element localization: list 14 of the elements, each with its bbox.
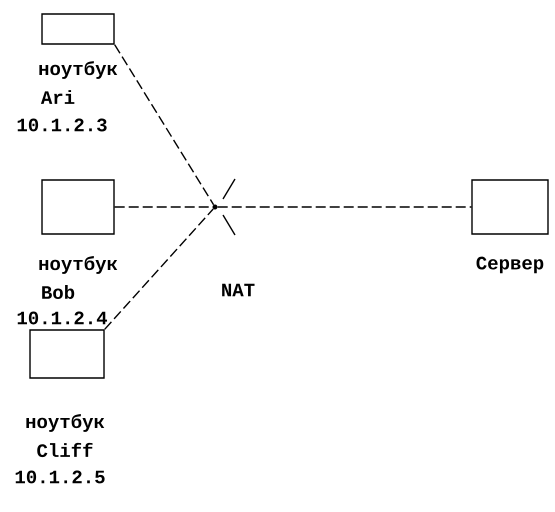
- node-label: ноутбук: [39, 256, 118, 274]
- node-label: Сервер: [476, 256, 544, 274]
- node-label: 10.1.2.5: [16, 470, 105, 484]
- connector-line: [104, 208, 214, 330]
- connector-line: [218, 206, 472, 208]
- node-label: ноутбук: [26, 414, 104, 432]
- node-label: Cliff: [37, 442, 92, 458]
- node-label: 10.1.2.3: [18, 118, 107, 132]
- node-label: 10.1.2.4: [18, 312, 108, 324]
- connector-line: [114, 44, 214, 206]
- node-label: NAT: [222, 284, 255, 296]
- node-label: Bob: [42, 285, 74, 299]
- node-label: Ari: [40, 90, 74, 104]
- node-label: ноутбук: [39, 61, 118, 79]
